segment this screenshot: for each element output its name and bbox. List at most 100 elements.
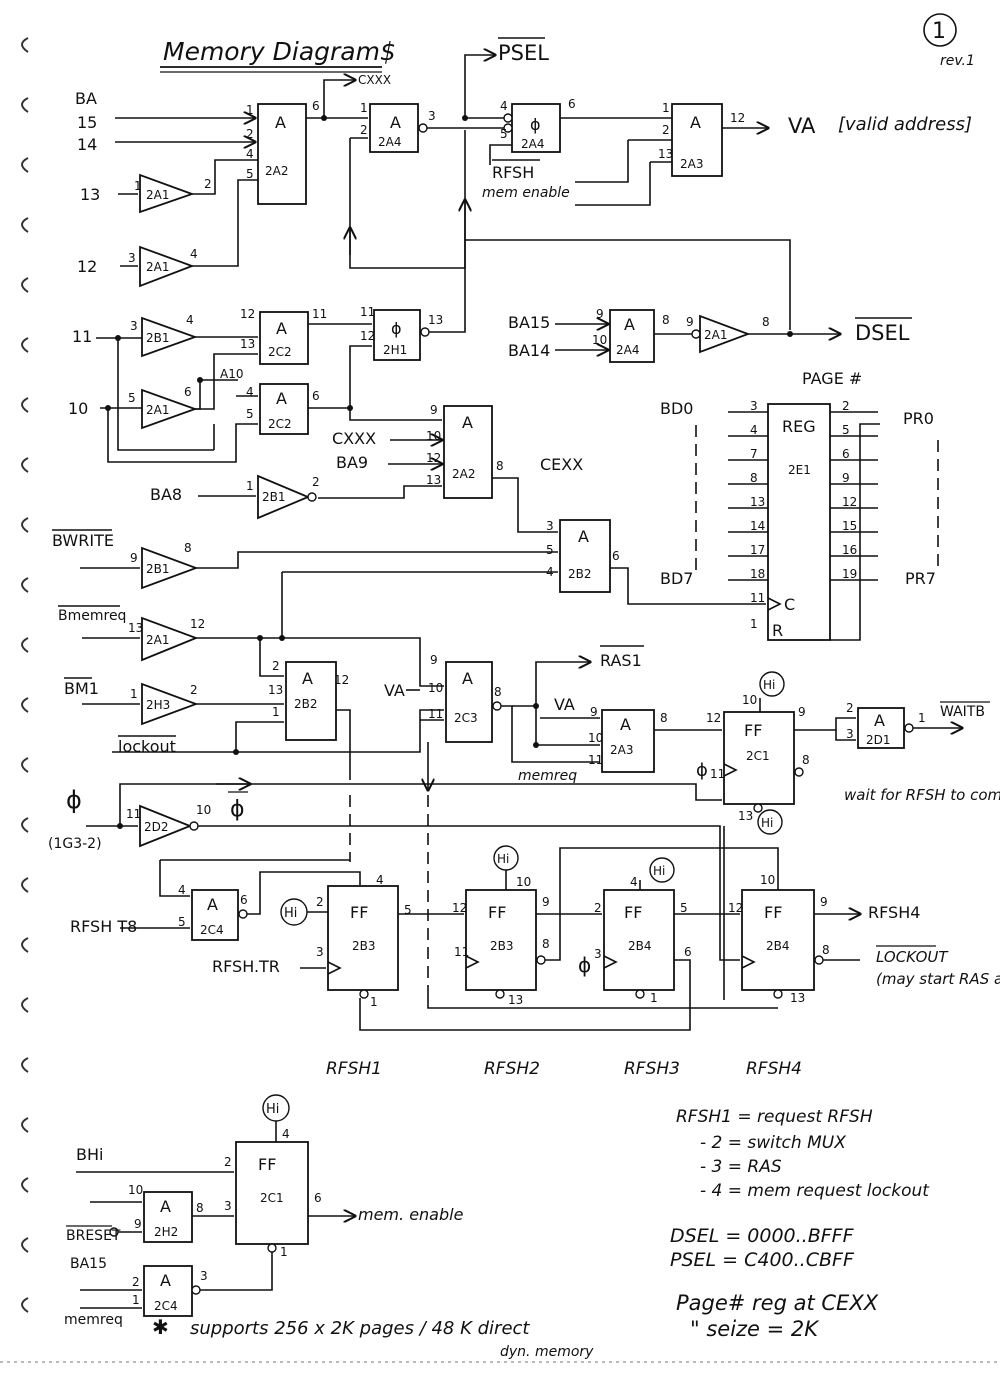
svg-text:A: A bbox=[207, 895, 218, 914]
breset-label: BRESET bbox=[66, 1228, 121, 1244]
ba13-label: 13 bbox=[80, 185, 100, 204]
svg-text:13: 13 bbox=[508, 993, 523, 1007]
svg-text:9: 9 bbox=[798, 705, 806, 719]
and-gate-2a2-top bbox=[257, 103, 307, 205]
buffer-2d2 bbox=[139, 804, 193, 848]
svg-text:6: 6 bbox=[240, 893, 248, 907]
svg-text:11: 11 bbox=[454, 945, 469, 959]
svg-text:13: 13 bbox=[268, 683, 283, 697]
buffer-2h3 bbox=[141, 682, 199, 726]
hi-tag-2c1-bottom bbox=[757, 809, 783, 835]
svg-text:FF: FF bbox=[350, 903, 368, 922]
register-left-pin: 17 bbox=[750, 543, 765, 557]
svg-text:8: 8 bbox=[660, 711, 668, 725]
lockout-out-label: LOCKOUT bbox=[876, 948, 949, 966]
svg-text:A: A bbox=[302, 669, 313, 688]
and-gate-2c3 bbox=[445, 661, 493, 743]
and-gate-2c4-b bbox=[143, 1265, 193, 1317]
svg-text:A: A bbox=[462, 413, 473, 432]
svg-text:1: 1 bbox=[272, 705, 280, 719]
svg-text:12: 12 bbox=[240, 307, 255, 321]
svg-text:10: 10 bbox=[742, 693, 757, 707]
buffer-2a1-b bbox=[139, 245, 195, 288]
gate-id-2h1: 2H1 bbox=[383, 343, 407, 357]
and-gate-2a4-mid bbox=[609, 309, 655, 363]
svg-text:10: 10 bbox=[516, 875, 531, 889]
psel-range: PSEL = C400..CBFF bbox=[670, 1249, 855, 1271]
register-right-pin: 5 bbox=[842, 423, 850, 437]
gate-id-2d2: 2D2 bbox=[144, 820, 169, 834]
svg-text:12: 12 bbox=[730, 111, 745, 125]
gate-id-2c4-b: 2C4 bbox=[154, 1299, 178, 1313]
svg-text:10: 10 bbox=[588, 731, 603, 745]
register-right-pin: 2 bbox=[842, 399, 850, 413]
svg-text:5: 5 bbox=[500, 127, 508, 141]
gate-id-2a1-a: 2A1 bbox=[146, 188, 169, 202]
svg-text:1: 1 bbox=[360, 101, 368, 115]
buffer-2a1-dsel bbox=[699, 314, 751, 354]
svg-text:4: 4 bbox=[178, 883, 186, 897]
svg-text:1: 1 bbox=[280, 1245, 288, 1259]
gate-id-2a1-b: 2A1 bbox=[146, 260, 169, 274]
svg-text:12: 12 bbox=[334, 673, 349, 687]
page-hash-label: PAGE # bbox=[802, 369, 862, 388]
and-gate-2b2-a bbox=[559, 519, 611, 593]
gate-id-2h2: 2H2 bbox=[154, 1225, 178, 1239]
cxxx-top-label: CXXX bbox=[358, 73, 391, 87]
svg-text:2: 2 bbox=[204, 177, 212, 191]
gate-id-2a1-dsel: 2A1 bbox=[704, 328, 727, 342]
svg-text:1: 1 bbox=[134, 179, 142, 193]
svg-text:11: 11 bbox=[126, 807, 141, 821]
footnote-line2: dyn. memory bbox=[500, 1344, 594, 1360]
svg-text:5: 5 bbox=[546, 543, 554, 557]
gate-id-2b3-b: 2B3 bbox=[490, 939, 514, 953]
svg-text:REG: REG bbox=[782, 417, 816, 436]
buffer-2a1-mr bbox=[141, 616, 199, 662]
svg-text:FF: FF bbox=[258, 1155, 276, 1174]
svg-text:A: A bbox=[874, 711, 885, 730]
gate-id-2c1: 2C1 bbox=[746, 749, 770, 763]
rfsh-t8-label: RFSH T8 bbox=[70, 917, 137, 936]
register-left-pin: 13 bbox=[750, 495, 765, 509]
svg-text:FF: FF bbox=[488, 903, 506, 922]
svg-text:3: 3 bbox=[200, 1269, 208, 1283]
svg-text:1: 1 bbox=[918, 711, 926, 725]
legend-line-1: RFSH1 = request RFSH bbox=[676, 1107, 873, 1127]
svg-text:13: 13 bbox=[426, 473, 441, 487]
ba11-label: 11 bbox=[72, 327, 92, 346]
svg-text:12: 12 bbox=[728, 901, 743, 915]
svg-text:3: 3 bbox=[224, 1199, 232, 1213]
register-right-pin: 16 bbox=[842, 543, 857, 557]
svg-text:A: A bbox=[275, 113, 286, 132]
svg-text:6: 6 bbox=[312, 99, 320, 113]
svg-text:Hi: Hi bbox=[497, 852, 509, 866]
cexx-label: CEXX bbox=[540, 455, 583, 474]
svg-text:3: 3 bbox=[546, 519, 554, 533]
svg-text:11: 11 bbox=[428, 707, 443, 721]
svg-text:5: 5 bbox=[246, 167, 254, 181]
gate-id-2c1-b: 2C1 bbox=[260, 1191, 284, 1205]
ba14-label: 14 bbox=[77, 135, 97, 154]
register-right-pin: 6 bbox=[842, 447, 850, 461]
svg-text:2: 2 bbox=[312, 475, 320, 489]
and-gate-2a3-top bbox=[671, 103, 723, 177]
register-left-pin: 1 bbox=[750, 617, 758, 631]
memreq-b-label: memreq bbox=[64, 1312, 123, 1328]
and-gate-2h2 bbox=[143, 1191, 193, 1243]
svg-text:5: 5 bbox=[178, 915, 186, 929]
legend-line-4: - 4 = mem request lockout bbox=[700, 1181, 930, 1201]
bm1-label: BM1 bbox=[64, 679, 99, 698]
gate-id-2b2-a: 2B2 bbox=[568, 567, 592, 581]
page-number-circle bbox=[923, 13, 957, 47]
bai15-b-label: BA15 bbox=[70, 1256, 107, 1272]
svg-text:2: 2 bbox=[190, 683, 198, 697]
mem-enable-label: mem enable bbox=[482, 185, 570, 201]
svg-text:6: 6 bbox=[312, 389, 320, 403]
gate-id-2b1-a: 2B1 bbox=[146, 331, 170, 345]
svg-text:2: 2 bbox=[272, 659, 280, 673]
notebook-binding bbox=[21, 37, 29, 1313]
svg-text:8: 8 bbox=[762, 315, 770, 329]
svg-text:5: 5 bbox=[246, 407, 254, 421]
register-left-pin: 8 bbox=[750, 471, 758, 485]
